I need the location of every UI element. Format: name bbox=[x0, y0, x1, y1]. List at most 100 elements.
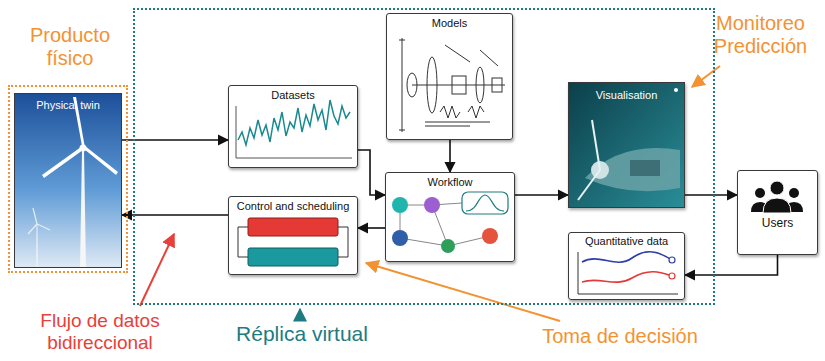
control-loop-part bbox=[338, 227, 348, 257]
drivetrain-sketch-part bbox=[412, 85, 505, 86]
flow-arrow bbox=[122, 214, 228, 216]
flow-arrow bbox=[685, 194, 737, 196]
wind-turbine-photo-part bbox=[42, 147, 83, 178]
wind-turbine-photo bbox=[14, 93, 122, 268]
box-grounds-part bbox=[228, 85, 358, 168]
drivetrain-sketch-part bbox=[452, 76, 466, 94]
control-loop-part bbox=[248, 248, 338, 266]
workflow-graph-part bbox=[466, 195, 504, 211]
box-grounds-part bbox=[386, 13, 513, 140]
visualisation-render bbox=[568, 82, 685, 208]
box-title: Physical twin bbox=[15, 99, 121, 112]
visualisation-render-part bbox=[578, 170, 600, 200]
visualisation-render-part bbox=[568, 82, 685, 208]
flow-arrow bbox=[122, 139, 228, 141]
users-icon-part bbox=[789, 188, 799, 198]
workflow-graph-part bbox=[392, 197, 408, 213]
wind-turbine-photo-part bbox=[28, 224, 37, 234]
drivetrain-sketch-part bbox=[425, 122, 490, 123]
quantitative-chart-part bbox=[582, 272, 672, 282]
dataset-chart-part bbox=[236, 106, 237, 158]
users-icon-part bbox=[763, 198, 791, 213]
drivetrain-sketch-part bbox=[476, 67, 484, 103]
drivetrain-sketch-part bbox=[399, 40, 405, 41]
control-loop-part bbox=[238, 227, 248, 257]
process-box: Models bbox=[386, 13, 513, 140]
dataset-chart-part bbox=[238, 100, 350, 145]
workflow-graph-part bbox=[462, 192, 508, 214]
wind-turbine-photo-part bbox=[84, 146, 118, 175]
control-loop-part bbox=[248, 218, 338, 236]
quantitative-chart-part bbox=[578, 294, 678, 295]
flow-arrow bbox=[685, 255, 778, 275]
box-title: Users bbox=[738, 217, 817, 231]
process-box: Control and scheduling bbox=[228, 196, 358, 275]
annotation: Monitoreo Predicción bbox=[703, 12, 818, 58]
visualisation-render-part bbox=[674, 88, 678, 92]
wind-turbine-photo-part bbox=[80, 150, 86, 268]
box-grounds-part bbox=[228, 196, 358, 275]
region-title: Producto físico bbox=[15, 24, 125, 70]
drivetrain-sketch-part bbox=[402, 38, 403, 132]
workflow-graph-part bbox=[392, 230, 408, 246]
drivetrain-sketch-part bbox=[427, 57, 437, 113]
users-box: Users bbox=[737, 170, 818, 255]
quantitative-chart-part bbox=[669, 273, 675, 279]
box-title: Models bbox=[387, 17, 512, 30]
quantitative-chart bbox=[578, 252, 678, 294]
flow-arrow bbox=[358, 150, 385, 195]
region-title: Réplica virtual bbox=[212, 322, 392, 346]
flow-arrow bbox=[515, 194, 568, 196]
workflow-graph-part bbox=[424, 197, 440, 213]
leader-lines-part bbox=[299, 309, 301, 320]
quantitative-chart-part bbox=[669, 257, 675, 263]
process-box: Workflow bbox=[385, 172, 515, 262]
visualisation-render-part bbox=[592, 120, 600, 170]
leader-lines-part bbox=[366, 263, 560, 321]
box-title: Visualisation bbox=[569, 89, 684, 102]
flow-arrow bbox=[358, 227, 385, 229]
visualisation-box: Visualisation bbox=[568, 82, 685, 208]
drivetrain-sketch-part bbox=[399, 130, 405, 131]
dataset-chart bbox=[236, 100, 352, 158]
users-icon-part bbox=[770, 181, 784, 195]
drivetrain-sketch-part bbox=[480, 50, 498, 66]
workflow-graph-part bbox=[441, 239, 455, 253]
annotation: Toma de decisión bbox=[525, 325, 715, 348]
workflow-graph bbox=[392, 192, 508, 253]
flow-arrow bbox=[449, 140, 451, 172]
users-icon-part bbox=[755, 188, 765, 198]
drivetrain-sketch-part bbox=[468, 106, 484, 118]
drivetrain-sketch bbox=[399, 38, 505, 132]
box-title: Datasets bbox=[229, 89, 357, 102]
wind-turbine-photo-part bbox=[37, 224, 50, 230]
box-grounds-part bbox=[737, 170, 818, 255]
box-grounds bbox=[228, 13, 818, 300]
quantitative-chart-part bbox=[578, 252, 579, 294]
dataset-chart-part bbox=[236, 158, 352, 159]
box-title: Control and scheduling bbox=[229, 200, 357, 213]
drivetrain-sketch-part bbox=[445, 45, 470, 62]
control-loop bbox=[238, 218, 348, 266]
annotation: Flujo de datos bidireccional bbox=[25, 310, 175, 354]
virtual-replica-frame: Réplica virtualDatasetsModelsWorkflowCon… bbox=[133, 8, 715, 305]
box-title: Workflow bbox=[386, 176, 514, 189]
drivetrain-sketch-part bbox=[425, 126, 470, 127]
process-box: Quantitative data bbox=[568, 232, 685, 300]
leader-lines bbox=[140, 66, 720, 321]
wind-turbine-photo-part bbox=[33, 208, 37, 224]
leader-lines-part bbox=[140, 234, 174, 306]
workflow-graph-part bbox=[482, 228, 498, 244]
physical-product-frame: Producto físicoPhysical twin bbox=[8, 85, 128, 273]
box-grounds-part bbox=[568, 232, 685, 300]
process-box: Datasets bbox=[228, 85, 358, 168]
leader-lines-part bbox=[692, 66, 720, 87]
box-grounds-part bbox=[385, 172, 515, 262]
drivetrain-sketch-part bbox=[440, 106, 460, 118]
wind-turbine-photo-part bbox=[14, 93, 122, 268]
users-icon bbox=[751, 181, 803, 213]
